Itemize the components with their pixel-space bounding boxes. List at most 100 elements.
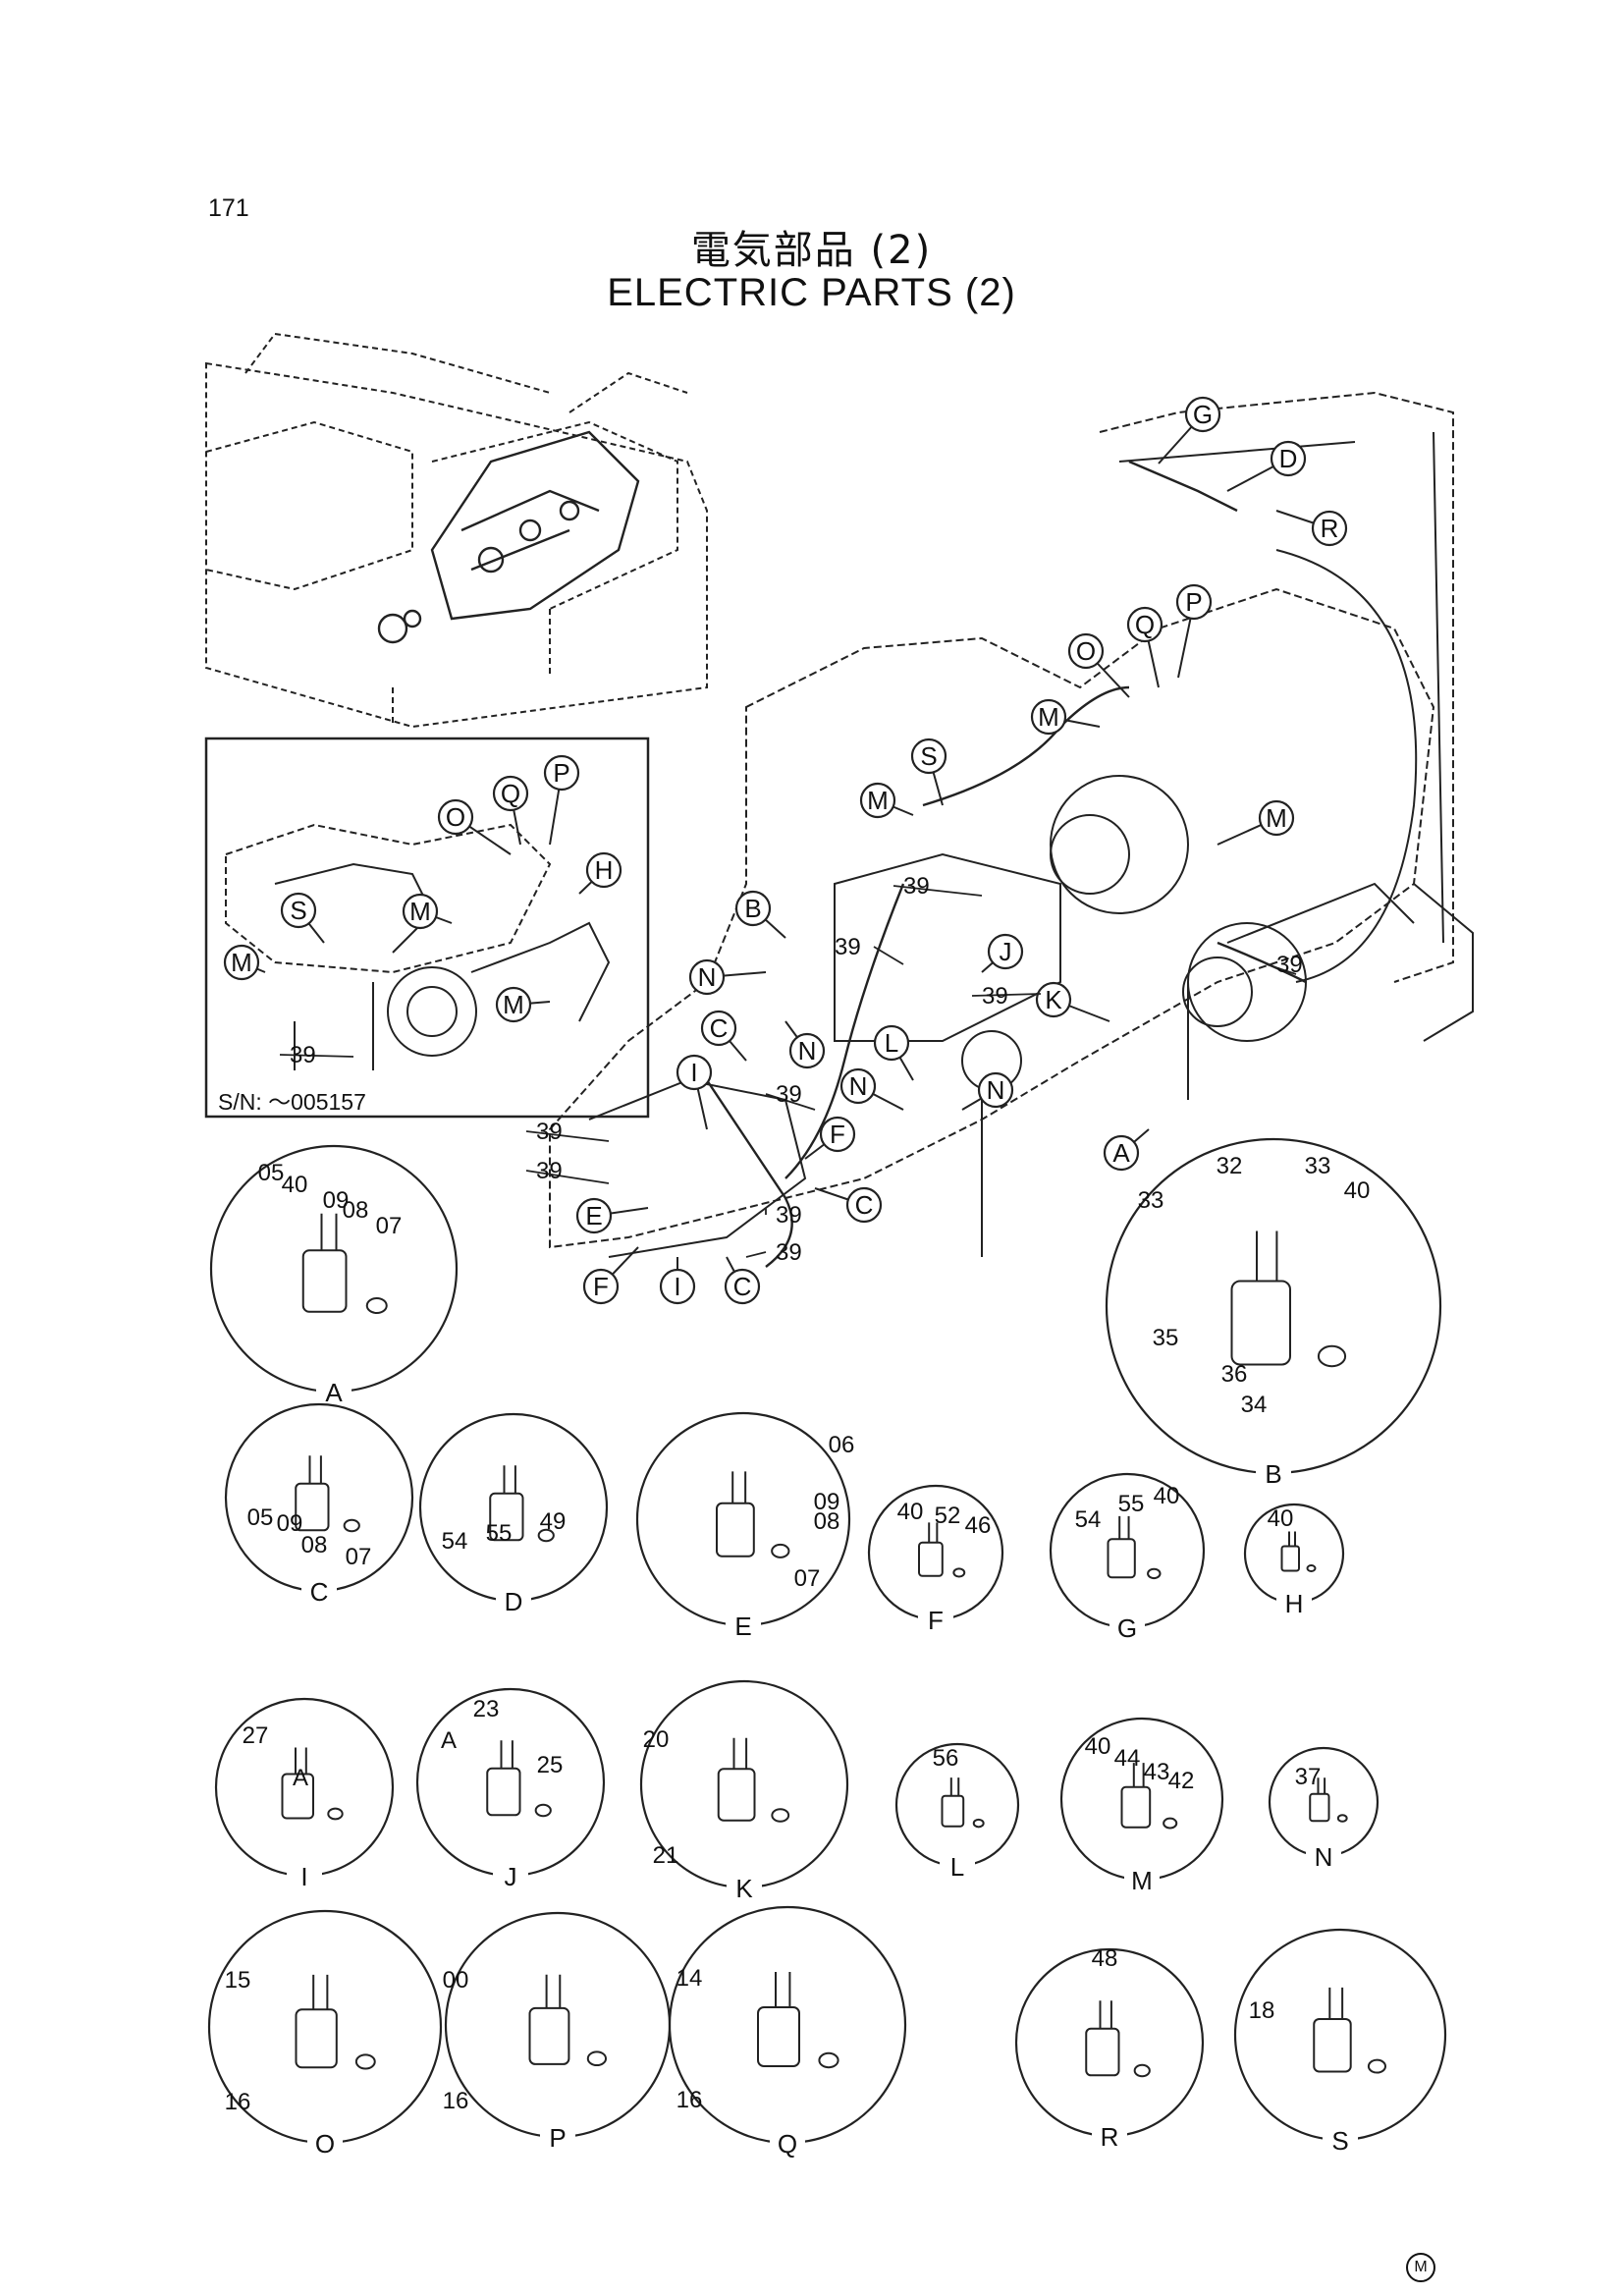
callout-letter: P bbox=[553, 758, 569, 788]
part-number: 09 bbox=[814, 1489, 840, 1515]
callout-letter: J bbox=[1000, 937, 1012, 966]
callout-Q: Q bbox=[1126, 606, 1163, 688]
title-japanese: 電気部品 (2) bbox=[690, 228, 933, 273]
part-number: 06 bbox=[829, 1432, 855, 1458]
callout-letter: F bbox=[830, 1120, 845, 1149]
callout-O: O bbox=[1067, 632, 1130, 698]
callout-Q: Q bbox=[492, 775, 529, 846]
part-number: 15 bbox=[225, 1967, 251, 1994]
detail-letter: B bbox=[1265, 1459, 1281, 1489]
detail-frame bbox=[668, 1905, 907, 2145]
item-39-callout: 39 bbox=[1266, 952, 1303, 978]
callout-P: P bbox=[1175, 583, 1213, 679]
item-39-callout: 39 bbox=[765, 1202, 802, 1229]
callout-M: M bbox=[1030, 698, 1101, 736]
callout-N: N bbox=[839, 1067, 904, 1111]
callout-C: C bbox=[724, 1256, 761, 1305]
part-number: 09 bbox=[323, 1187, 350, 1214]
callout-letter: P bbox=[1185, 587, 1202, 617]
callout-letter: D bbox=[1279, 444, 1298, 473]
detail-frame bbox=[209, 1144, 459, 1394]
callout-N: N bbox=[961, 1071, 1014, 1111]
item-39-label: 39 bbox=[290, 1042, 316, 1068]
part-number: 52 bbox=[935, 1503, 961, 1529]
detail-frame bbox=[418, 1412, 609, 1603]
part-number: 16 bbox=[225, 2089, 251, 2115]
detail-letter: K bbox=[735, 1874, 753, 1903]
engine-overview bbox=[377, 430, 640, 644]
callout-P: P bbox=[543, 754, 580, 846]
detail-letter: P bbox=[549, 2123, 566, 2153]
item-39-label: 39 bbox=[536, 1158, 563, 1184]
item-39-label: 39 bbox=[835, 934, 861, 960]
callout-B: B bbox=[734, 890, 786, 939]
detail-letter: F bbox=[928, 1606, 944, 1635]
callout-C: C bbox=[700, 1010, 747, 1062]
callout-letter: M bbox=[409, 897, 431, 926]
callout-M: M bbox=[1217, 799, 1295, 846]
part-number: 08 bbox=[343, 1197, 369, 1224]
callout-K: K bbox=[1035, 981, 1110, 1022]
detail-H: H40 bbox=[1243, 1503, 1345, 1618]
detail-frame bbox=[415, 1687, 606, 1878]
part-number: 18 bbox=[1249, 1997, 1275, 2024]
part-number: 40 bbox=[282, 1172, 308, 1198]
item-39-label: 39 bbox=[536, 1119, 563, 1145]
callout-G: G bbox=[1158, 396, 1221, 465]
part-number: 43 bbox=[1144, 1759, 1170, 1785]
part-number: 55 bbox=[486, 1520, 513, 1547]
part-number: 48 bbox=[1092, 1945, 1118, 1972]
inset-engine-sketch bbox=[225, 823, 611, 1070]
callout-D: D bbox=[1226, 440, 1307, 492]
sn-inset-frame bbox=[204, 737, 650, 1119]
callout-M: M bbox=[495, 986, 551, 1023]
item-39-label: 39 bbox=[982, 983, 1008, 1010]
part-number: 32 bbox=[1217, 1153, 1243, 1179]
detail-letter: E bbox=[734, 1612, 751, 1641]
item-39-callout: 39 bbox=[893, 873, 983, 900]
detail-letter: I bbox=[300, 1862, 307, 1891]
part-number: 05 bbox=[258, 1160, 285, 1186]
item-39-callout: 39 bbox=[835, 934, 904, 965]
callout-letter: M bbox=[1266, 803, 1287, 833]
detail-letter: D bbox=[505, 1587, 523, 1616]
callout-J: J bbox=[981, 933, 1024, 973]
callout-N: N bbox=[688, 958, 767, 996]
detail-letter: Q bbox=[778, 2129, 797, 2159]
detail-frame bbox=[1243, 1503, 1345, 1605]
callout-letter: N bbox=[798, 1036, 817, 1066]
callout-letter: M bbox=[1038, 702, 1059, 732]
part-number: 33 bbox=[1138, 1187, 1164, 1214]
part-number: 37 bbox=[1295, 1764, 1322, 1790]
detail-letter: A bbox=[325, 1378, 343, 1407]
part-number: 49 bbox=[540, 1508, 567, 1535]
callout-I: I bbox=[659, 1257, 696, 1305]
callout-O: O bbox=[437, 798, 512, 855]
item-39-label: 39 bbox=[776, 1239, 802, 1266]
title-english: ELECTRIC PARTS (2) bbox=[607, 271, 1016, 314]
callout-letter: C bbox=[710, 1013, 729, 1043]
item-39-callout: 39 bbox=[525, 1119, 610, 1145]
part-number: 56 bbox=[933, 1745, 959, 1772]
detail-letter: R bbox=[1101, 2122, 1119, 2152]
part-number: 54 bbox=[1075, 1506, 1102, 1533]
callout-letter: M bbox=[867, 786, 889, 815]
detail-frame bbox=[1014, 1947, 1205, 2138]
item-39-label: 39 bbox=[903, 873, 930, 900]
part-number: 23 bbox=[473, 1696, 500, 1722]
detail-letter: N bbox=[1315, 1842, 1333, 1872]
callout-H: H bbox=[578, 851, 622, 895]
part-number: 33 bbox=[1305, 1153, 1331, 1179]
detail-letter: H bbox=[1285, 1589, 1304, 1618]
detail-N: N 37 bbox=[1268, 1746, 1380, 1872]
item-39-callout: 39 bbox=[525, 1158, 610, 1184]
callout-letter: B bbox=[744, 894, 761, 923]
